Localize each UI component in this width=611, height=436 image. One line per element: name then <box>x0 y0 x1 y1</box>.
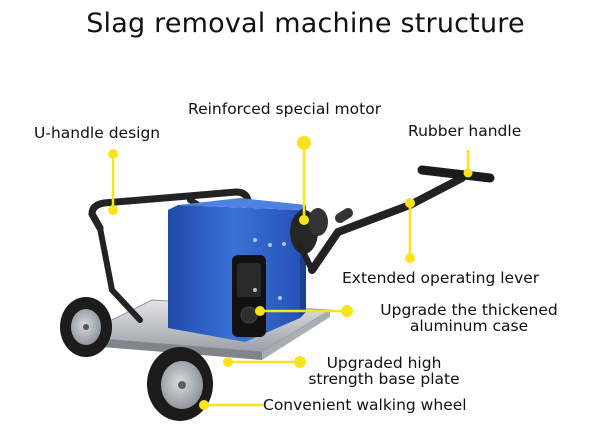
label-case: Upgrade the thickened aluminum case <box>360 302 578 334</box>
label-motor: Reinforced special motor <box>188 100 382 118</box>
label-base-plate: Upgraded high strength base plate <box>292 355 476 387</box>
rubber-handle <box>417 165 495 183</box>
callout-case <box>255 305 353 317</box>
callout-rubber-handle <box>463 150 473 178</box>
label-lever: Extended operating lever <box>342 269 540 287</box>
label-case-line1: Upgrade the thickened <box>380 301 558 319</box>
label-base-line1: Upgraded high <box>326 354 442 372</box>
label-wheel: Convenient walking wheel <box>263 396 467 414</box>
label-rubber-handle: Rubber handle <box>408 122 522 140</box>
label-case-line2: aluminum case <box>409 317 529 335</box>
back-wheel <box>60 297 112 357</box>
motor-housing <box>168 198 306 342</box>
callout-u-handle <box>108 149 118 215</box>
label-u-handle: U-handle design <box>34 124 161 142</box>
callout-motor <box>297 136 311 225</box>
callout-wheel <box>199 400 266 410</box>
label-base-line2: strength base plate <box>308 370 460 388</box>
operating-lever <box>297 174 466 274</box>
front-wheel <box>147 347 213 421</box>
callout-lever <box>405 198 415 263</box>
callout-base-plate <box>223 356 306 368</box>
motor-cap <box>290 208 328 254</box>
page-title: Slag removal machine structure <box>86 8 525 39</box>
